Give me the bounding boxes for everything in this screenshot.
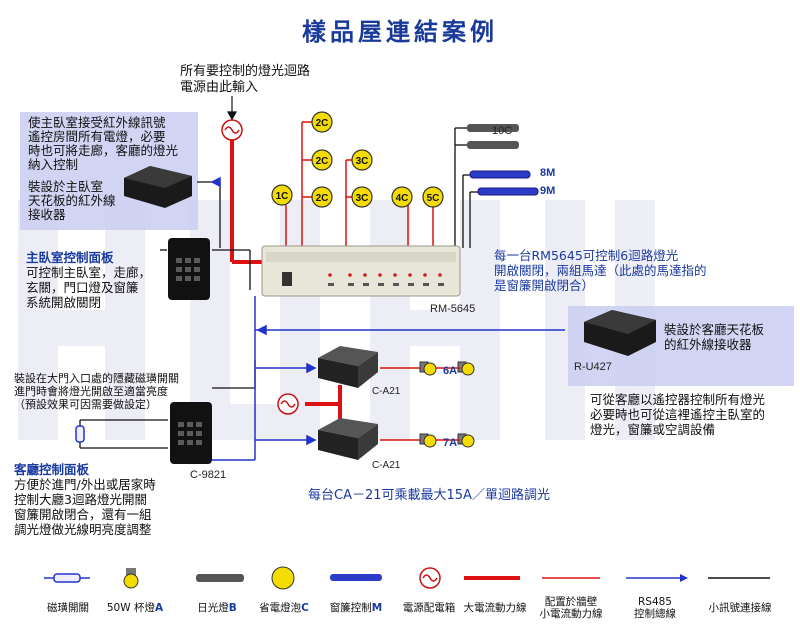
door-sensor-icon	[75, 425, 85, 443]
circuit-label-10c: 10C	[492, 125, 512, 137]
legend-label: 大電流動力線	[463, 602, 527, 614]
tube-icon	[196, 574, 244, 582]
circuit-label-2c: 2C	[316, 118, 329, 129]
power-input-note: 所有要控制的燈光迴路電源由此輸入	[180, 64, 311, 95]
legend-label: 50W 杯燈A	[106, 602, 164, 614]
living-ir-note: 裝設於客廳天花板的紅外線接收器	[664, 322, 765, 352]
device-label-c9821: C-9821	[190, 469, 226, 481]
rs485-bus	[210, 176, 565, 461]
bulb-icon	[311, 111, 333, 133]
legend-label: 窗簾控制M	[329, 602, 383, 614]
power-source-icon	[221, 119, 299, 415]
curtain-icon	[330, 574, 382, 581]
power-icon	[419, 567, 441, 589]
device-label-rm: RM-5645	[430, 303, 475, 315]
bulb-icon	[391, 186, 413, 208]
circuit-label-8m: 8M	[540, 167, 555, 179]
rm-5645-device	[261, 245, 461, 297]
circuit-label-3c: 3C	[356, 193, 369, 204]
legend-label: 磁璜開關	[47, 602, 89, 614]
rm-note: 每一台RM5645可控制6迴路燈光開啟關閉，兩組馬達（此處的馬達指的是窗簾開啟閉…	[494, 248, 707, 293]
legend-icons	[44, 566, 770, 590]
legend-label: RS485 控制總線	[634, 596, 676, 620]
living-panel-note: 客廳控制面板 方便於進門/外出或居家時控制大廳3迴路燈光開關 窗簾開啟閉合，還有…	[14, 462, 156, 537]
door-sensor-note: 裝設在大門入口處的隱藏磁璜開關進門時會將燈光開啟至適當亮度（預設效果可因需要做設…	[14, 372, 179, 411]
input-arrow	[226, 96, 238, 121]
bulb-icon	[311, 186, 333, 208]
circuit-label-3c: 3C	[356, 156, 369, 167]
bedroom-ir-note: 使主臥室接受紅外線訊號遙控房間所有電燈，必要 時也可將走廊，客廳的燈光納入控制	[28, 115, 179, 172]
bulb-icon	[351, 186, 373, 208]
wall-panel-icon	[168, 238, 212, 464]
wall-lines	[285, 121, 434, 441]
legend-label: 配置於牆壁 小電流動力線	[539, 596, 603, 620]
remote-control-note: 可從客廳以遙控器控制所有燈光必要時也可從這裡遙控主臥室的燈光，窗簾或空調設備	[590, 392, 766, 437]
bulb-yellow-icon	[271, 566, 295, 590]
bedroom-panel-note: 主臥室控制面板 可控制主臥室，走廊，玄關，門口燈及窗簾 系統開啟關閉	[26, 250, 152, 310]
blue-arrow-icon	[626, 574, 688, 582]
circuit-label-6a: 6A	[443, 365, 457, 377]
wiring-diagram: 2C 2C 3C 2C 3C 1C 4C 5C 10C 8M 9M 6A 7A …	[75, 96, 656, 481]
bulb-icon	[422, 186, 444, 208]
circuit-label-9m: 9M	[540, 185, 555, 197]
legend-label: 電源配電箱	[402, 602, 456, 614]
legend-label: 小訊號連接線	[708, 602, 772, 614]
device-label-ca21-top: C-A21	[372, 386, 401, 397]
bulb-icon	[271, 184, 293, 206]
device-label-ru: R-U427	[574, 361, 612, 373]
circuit-label-5c: 5C	[427, 193, 440, 204]
device-label-ca21-bottom: C-A21	[372, 460, 401, 471]
tube-icon	[467, 124, 519, 149]
curtain-icon	[469, 170, 539, 196]
circuit-label-2c: 2C	[316, 193, 329, 204]
lamp-icon	[419, 361, 475, 448]
page-title: 樣品屋連結案例	[302, 17, 498, 46]
ca21-note: 每台CA－21可乘載最大15A／單迴路調光	[308, 488, 550, 503]
bulb-icon	[123, 568, 139, 589]
bulb-icon	[351, 149, 373, 171]
legend-label: 日光燈B	[197, 602, 237, 614]
circuit-label-4c: 4C	[396, 193, 409, 204]
door-sensor-icon	[44, 573, 90, 583]
circuit-label-7a: 7A	[443, 437, 457, 449]
bedroom-ceiling-note: 裝設於主臥室天花板的紅外線 接收器	[28, 179, 116, 222]
ca21-device-icon	[318, 346, 378, 460]
bulb-icon	[311, 149, 333, 171]
circuit-label-2c: 2C	[316, 156, 329, 167]
legend-label: 省電燈泡C	[259, 602, 309, 614]
circuit-label-1c: 1C	[276, 191, 289, 202]
ir-receiver-icon	[124, 166, 656, 356]
